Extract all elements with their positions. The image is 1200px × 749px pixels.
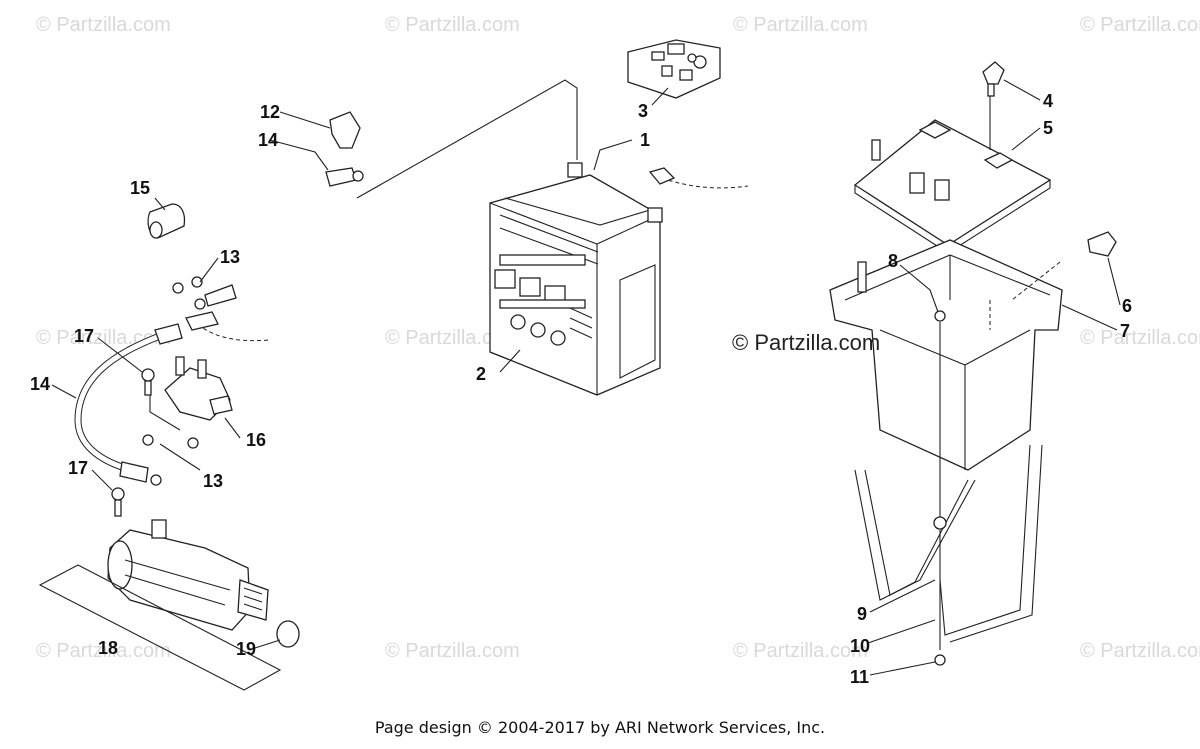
terminal-boot-drawing <box>147 203 186 239</box>
cable-lower-drawing <box>74 323 183 486</box>
leader-line <box>661 177 749 189</box>
callout-1: 1 <box>640 130 650 150</box>
footer-copyright: Page design © 2004-2017 by ARI Network S… <box>374 718 826 737</box>
leader-line <box>939 261 1061 360</box>
watermark: © Partzilla.com <box>1080 640 1200 662</box>
leader-line <box>356 79 578 199</box>
callout-16: 16 <box>246 430 266 450</box>
callout-12: 12 <box>260 102 280 122</box>
solenoid-drawing <box>141 356 233 449</box>
watermark: © Partzilla.com <box>733 640 868 662</box>
callout-6: 6 <box>1122 296 1132 316</box>
callout-13: 13 <box>220 247 240 267</box>
terminal-boot-drawing <box>329 111 361 149</box>
callout-17: 17 <box>68 458 88 478</box>
wing-bolt-drawing <box>982 61 1005 150</box>
leader-line <box>149 395 181 431</box>
watermark: © Partzilla.com <box>1080 14 1200 36</box>
battery-box-drawing <box>829 239 1063 471</box>
screw-drawing <box>934 310 946 322</box>
callout-8: 8 <box>888 251 898 271</box>
washer-drawing <box>933 516 947 530</box>
starter-motor-drawing <box>107 519 269 631</box>
assembly-bracket-line <box>38 564 282 691</box>
terminal-lug-drawing <box>185 311 219 331</box>
callout-17: 17 <box>74 326 94 346</box>
callout-14: 14 <box>30 374 50 394</box>
watermark: © Partzilla.com <box>385 640 520 662</box>
callout-15: 15 <box>130 178 150 198</box>
callout-2: 2 <box>476 364 486 384</box>
watermark: © Partzilla.com <box>1080 327 1200 349</box>
nut-drawing <box>172 282 184 294</box>
watermark: © Partzilla.com <box>733 14 868 36</box>
nut-drawing <box>142 434 154 446</box>
callout-5: 5 <box>1043 118 1053 138</box>
clip-drawing <box>1087 231 1117 257</box>
battery-hold-down-drawing <box>853 119 1052 254</box>
callout-9: 9 <box>857 604 867 624</box>
watermark: © Partzilla.com <box>385 14 520 36</box>
callout-14: 14 <box>258 130 278 150</box>
terminal-lug-drawing <box>648 167 676 185</box>
bolt-drawing <box>111 487 125 517</box>
callout-10: 10 <box>850 636 870 656</box>
o-ring-drawing <box>276 620 300 648</box>
callout-leaders <box>51 79 1121 676</box>
callout-11: 11 <box>850 667 869 687</box>
callout-19: 19 <box>236 639 256 659</box>
strap-drawing <box>854 444 1043 643</box>
watermark: © Partzilla.com <box>36 640 171 662</box>
nut-drawing <box>934 654 946 666</box>
nut-drawing <box>191 276 203 288</box>
watermark-center: © Partzilla.com <box>732 330 881 355</box>
callout-7: 7 <box>1120 321 1130 341</box>
battery-drawing <box>489 162 663 396</box>
callout-18: 18 <box>98 638 118 658</box>
watermark: © Partzilla.com <box>36 14 171 36</box>
callout-13: 13 <box>203 471 223 491</box>
callout-3: 3 <box>638 101 648 121</box>
hardware-kit-drawing <box>627 39 721 99</box>
cable-upper-drawing <box>194 167 364 310</box>
callout-4: 4 <box>1043 91 1053 111</box>
watermark: © Partzilla.com <box>385 327 520 349</box>
